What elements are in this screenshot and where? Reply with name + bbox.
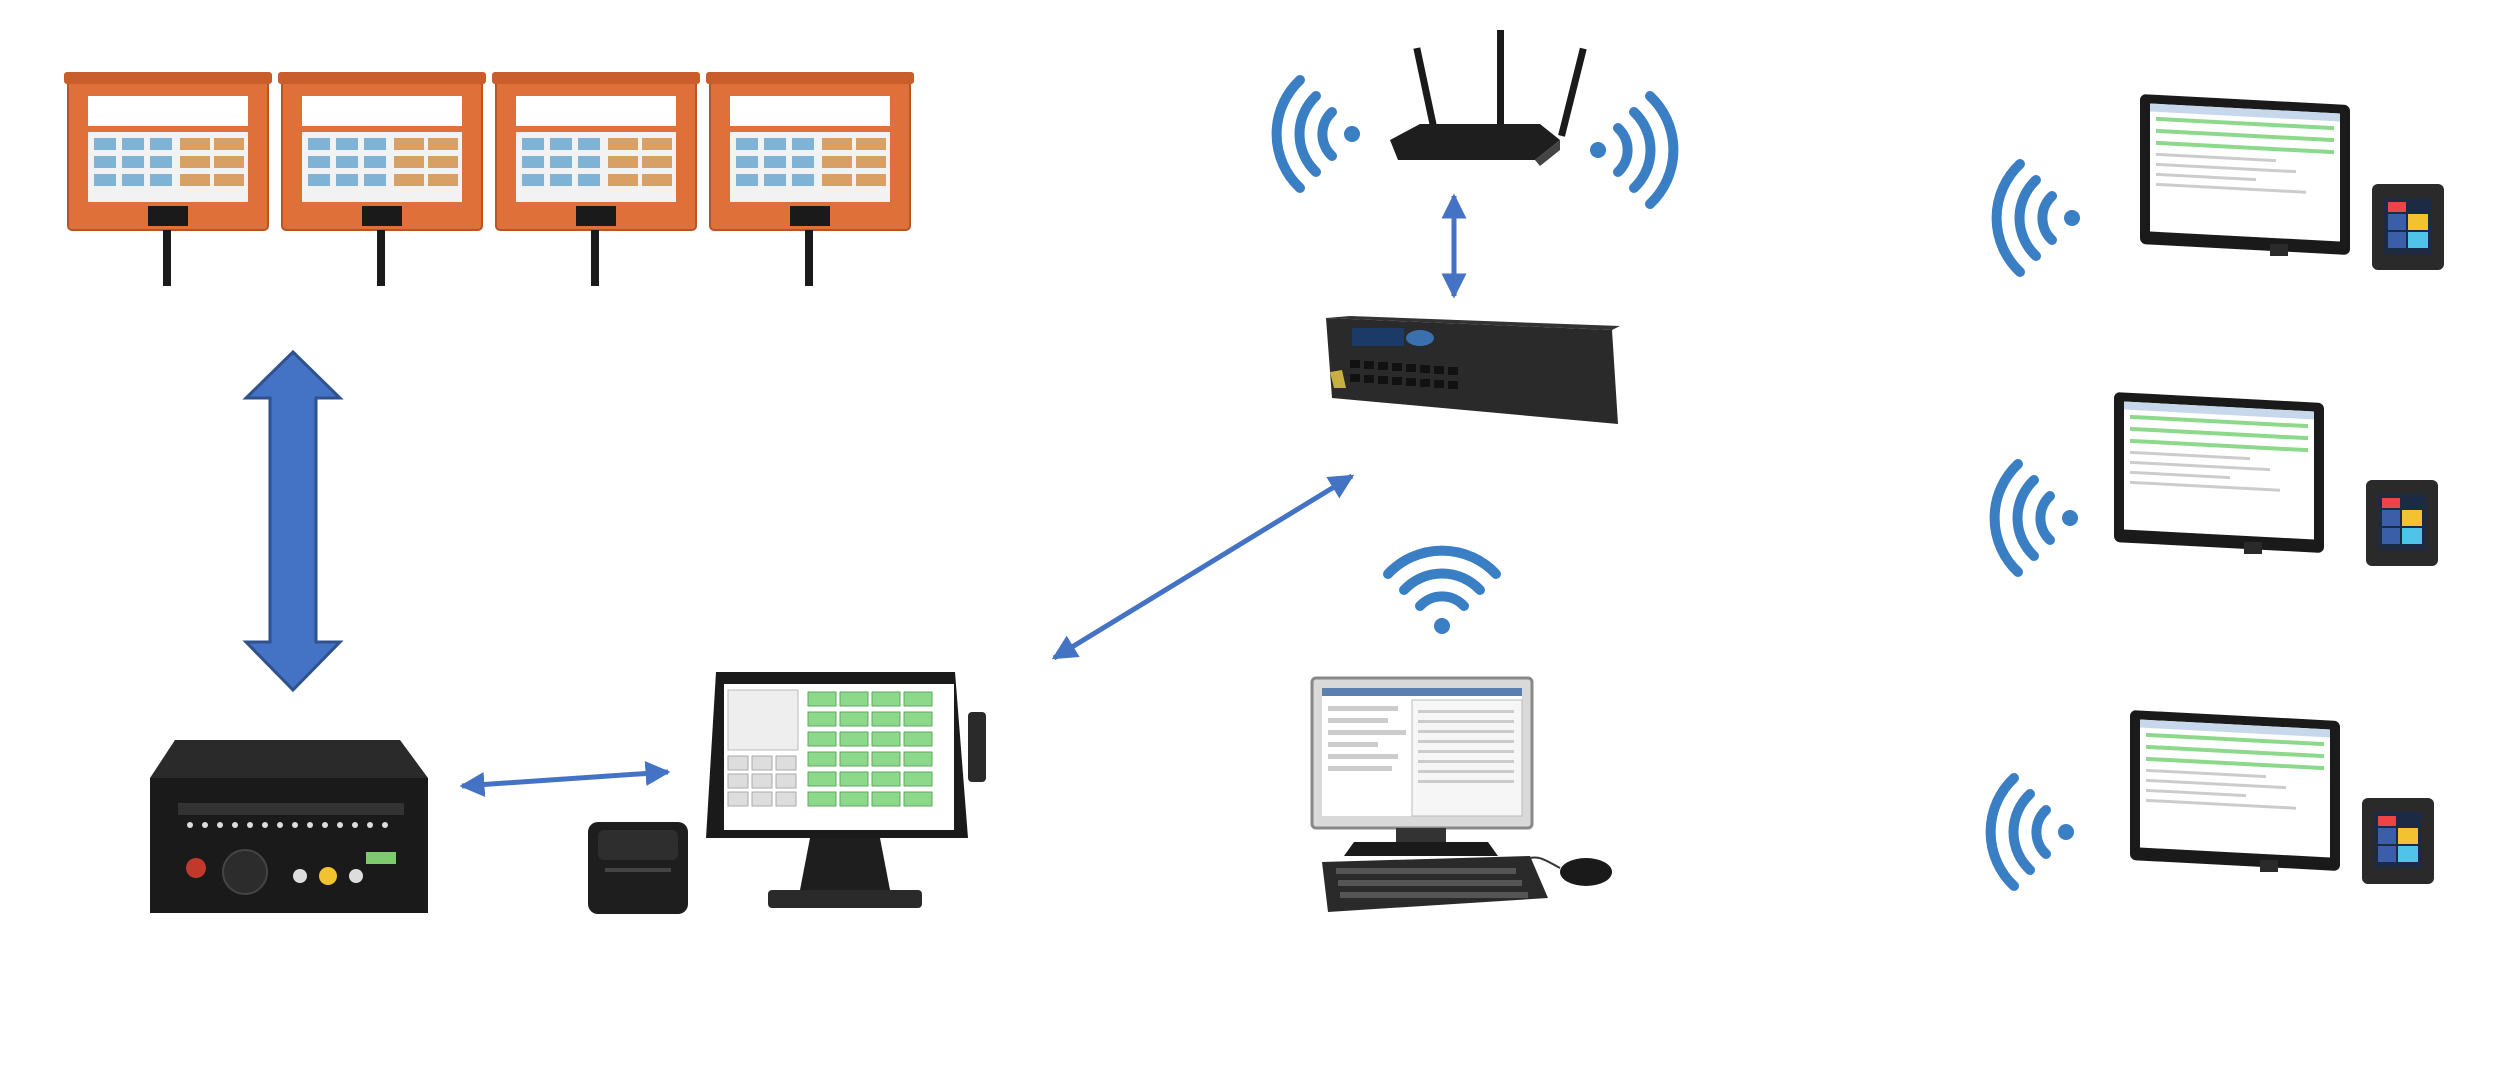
kitchen-display-icon (2140, 94, 2350, 256)
thin-double-arrow (459, 761, 671, 797)
thick-double-arrow (242, 349, 344, 693)
intercom-base-station-icon (150, 740, 428, 913)
bump-bar-icon (2362, 798, 2434, 884)
drive-thru-menu-board-icon (277, 71, 487, 287)
desktop-computer-icon (1310, 676, 1612, 912)
pos-terminal-icon (706, 672, 986, 908)
wifi-signal-icon (1277, 80, 1360, 188)
wifi-signal-icon (1991, 778, 2074, 886)
wifi-signal-icon (1997, 164, 2080, 272)
bump-bar-icon (2372, 184, 2444, 270)
kitchen-display-icon (2114, 392, 2324, 554)
wifi-signal-icon (1995, 464, 2078, 572)
thin-double-arrow (1051, 473, 1355, 661)
bump-bar-icon (2366, 480, 2438, 566)
wifi-signal-icon (1590, 96, 1673, 204)
kitchen-display-icon (2130, 710, 2340, 872)
drive-thru-menu-board-icon (705, 71, 915, 287)
network-switch-icon (1326, 316, 1620, 424)
wifi-router-icon (1390, 30, 1587, 166)
drive-thru-menu-board-icon (491, 71, 701, 287)
receipt-printer-icon (588, 822, 688, 914)
wifi-signal-icon (1388, 551, 1496, 634)
menu-boards (63, 71, 915, 287)
drive-thru-menu-board-icon (63, 71, 273, 287)
